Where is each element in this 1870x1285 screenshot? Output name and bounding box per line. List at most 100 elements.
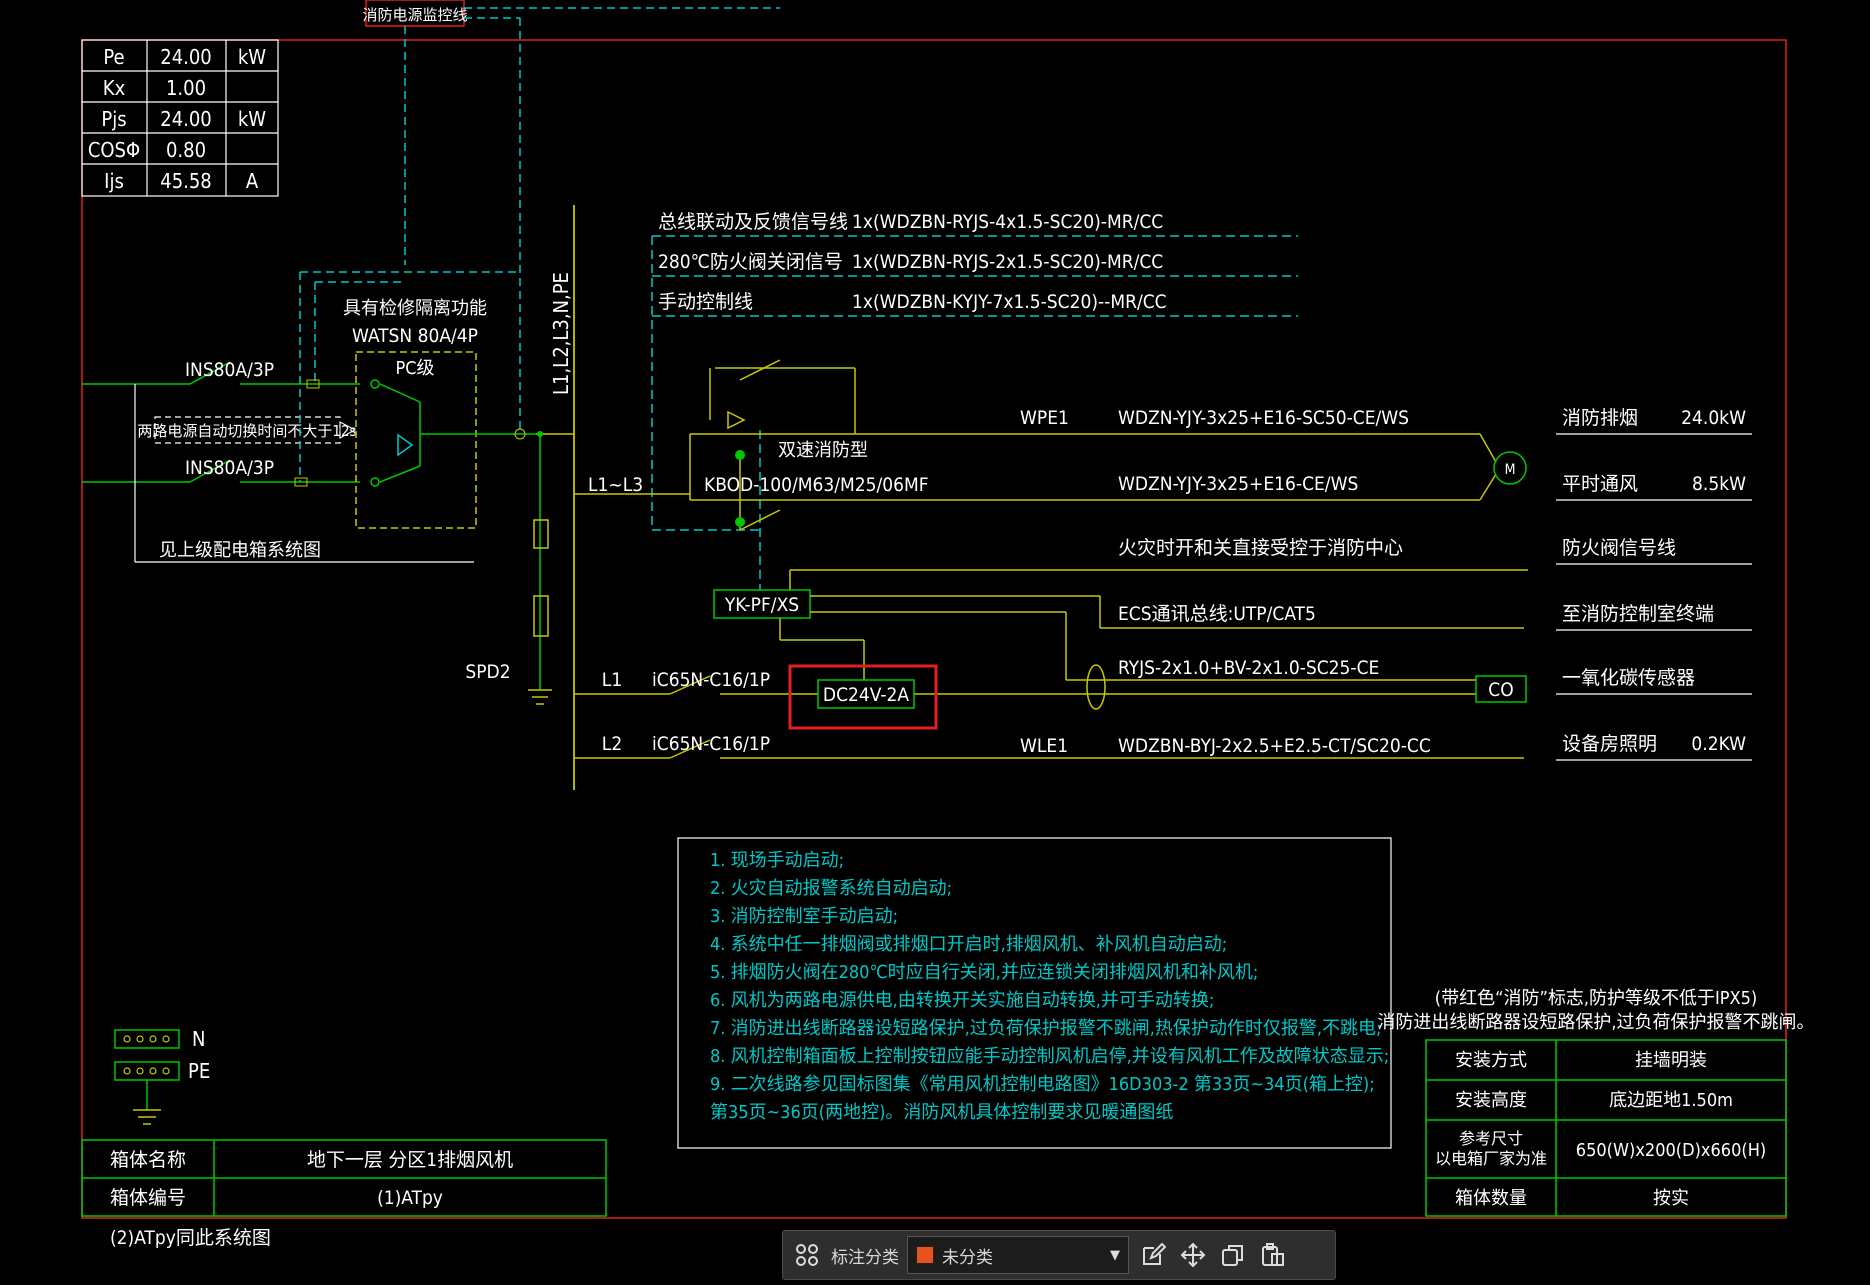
dc24-label: DC24V-2A [823, 684, 909, 706]
edit-icon[interactable] [1137, 1239, 1169, 1271]
circuit-power: 24.0kW [1681, 407, 1746, 429]
load-value: 45.58 [160, 169, 212, 193]
pe-label: PE [188, 1059, 210, 1083]
circuit-purpose: 一氧化碳传感器 [1562, 667, 1695, 689]
drawing-frame [81, 39, 1787, 1219]
signal-name: 总线联动及反馈信号线 [658, 211, 848, 233]
circuit-cable: WDZN-YJY-3x25+E16-SC50-CE/WS [1118, 407, 1409, 429]
note-line: 5. 排烟防火阀在280℃时应自行关闭,并应连锁关闭排烟风机和补风机; [710, 962, 1258, 983]
chevron-down-icon: ▼ [1110, 1247, 1120, 1263]
note-line: 3. 消防控制室手动启动; [710, 906, 898, 927]
n-bar [114, 1029, 180, 1049]
signal-cable: 1x(WDZBN-RYJS-2x1.5-SC20)-MR/CC [852, 251, 1163, 273]
kbo-label: KBOD-100/M63/M25/06MF [704, 474, 929, 496]
install-value: 按实 [1653, 1188, 1689, 1209]
pc-grade-label: PC级 [395, 358, 434, 379]
category-swatch [916, 1246, 934, 1264]
circuit-purpose: 设备房照明 [1562, 733, 1657, 755]
circuit-purpose: 平时通风 [1562, 473, 1638, 495]
note-line: 4. 系统中任一排烟阀或排烟口开启时,排烟风机、补风机自动启动; [710, 934, 1227, 955]
notes-box [677, 837, 1392, 1149]
signal-name: 手动控制线 [658, 291, 753, 313]
box-value: (1)ATpy [377, 1187, 443, 1209]
box-value: 地下一层 分区1排烟风机 [307, 1149, 513, 1171]
circuit-power: 0.2KW [1691, 733, 1746, 755]
circuit-purpose: 消防排烟 [1562, 407, 1638, 429]
busbar-label: L1,L2,L3,N,PE [549, 272, 573, 395]
isolation-label: 具有检修隔离功能 [343, 298, 487, 319]
category-select[interactable]: 未分类 ▼ [907, 1236, 1129, 1274]
load-value: 24.00 [160, 107, 212, 131]
category-label: 标注分类 [831, 1247, 899, 1268]
signal-cable: 1x(WDZBN-KYJY-7x1.5-SC20)--MR/CC [852, 291, 1167, 313]
ins-upper-label: INS80A/3P [185, 359, 274, 381]
signal-cable: 1x(WDZBN-RYJS-4x1.5-SC20)-MR/CC [852, 211, 1163, 233]
circuit-cable: ECS通讯总线:UTP/CAT5 [1118, 603, 1316, 625]
l1l3-label: L1~L3 [588, 474, 643, 496]
l1-label: L1 [602, 669, 622, 691]
ats-box [355, 351, 477, 529]
grid-icon[interactable] [791, 1239, 823, 1271]
note-line: 8. 风机控制箱面板上控制按钮应能手动控制风机启停,并设有风机工作及故障状态显示… [710, 1046, 1389, 1067]
wle1-label: WLE1 [1020, 735, 1068, 757]
yk-box [713, 589, 811, 619]
watsn-label: WATSN 80A/4P [352, 325, 478, 347]
wpe1-label: WPE1 [1020, 407, 1069, 429]
yk-label: YK-PF/XS [724, 594, 799, 616]
note-line: 9. 二次线路参见国标图集《常用风机控制电路图》16D303-2 第33页~34… [710, 1074, 1375, 1095]
circuit-cable: WDZBN-BYJ-2x2.5+E2.5-CT/SC20-CC [1118, 735, 1431, 757]
top-tag-box [365, 0, 465, 27]
co-box [1475, 675, 1527, 703]
circuit-cable: WDZN-YJY-3x25+E16-CE/WS [1118, 473, 1358, 495]
load-unit: kW [238, 107, 266, 131]
paste-icon[interactable] [1257, 1239, 1289, 1271]
circuit-purpose: 至消防控制室终端 [1562, 603, 1714, 625]
install-key: 箱体数量 [1455, 1188, 1527, 1209]
load-value: 1.00 [166, 76, 206, 100]
footnote: (2)ATpy同此系统图 [110, 1227, 271, 1249]
spd-label: SPD2 [465, 661, 510, 683]
install-key: 安装方式 [1455, 1050, 1527, 1071]
circuit-power: 8.5kW [1692, 473, 1746, 495]
box-key: 箱体编号 [110, 1187, 186, 1209]
load-name: Pjs [101, 107, 126, 131]
install-key: 安装高度 [1455, 1090, 1527, 1111]
circuit-cable: 火灾时开和关直接受控于消防中心 [1118, 537, 1403, 559]
load-unit: kW [238, 45, 266, 69]
install-note: (带红色“消防”标志,防护等级不低于IPX5) [1435, 988, 1757, 1009]
load-name: Kx [103, 76, 126, 100]
install-key: 参考尺寸以电箱厂家为准 [1435, 1129, 1547, 1168]
note-line: 7. 消防进出线断路器设短路保护,过负荷保护报警不跳闸,热保护动作时仅报警,不跳… [710, 1018, 1381, 1039]
load-value: 24.00 [160, 45, 212, 69]
box-table [81, 1139, 607, 1217]
circuit-purpose: 防火阀信号线 [1562, 537, 1676, 559]
note-line: 第35页~36页(两地控)。消防风机具体控制要求见暖通图纸 [710, 1102, 1173, 1123]
install-table [1425, 1039, 1787, 1217]
dc24-box [817, 679, 915, 709]
install-value: 650(W)x200(D)x660(H) [1576, 1140, 1766, 1161]
transfer-note: 两路电源自动切换时间不大于12s [137, 422, 356, 440]
annotation-toolbar: 标注分类 未分类 ▼ [782, 1230, 1336, 1280]
note-line: 2. 火灾自动报警系统自动启动; [710, 878, 952, 899]
highlight-box [788, 664, 938, 730]
circuit-cable: RYJS-2x1.0+BV-2x1.0-SC25-CE [1118, 657, 1379, 679]
box-key: 箱体名称 [110, 1149, 186, 1171]
breaker2-label: iC65N-C16/1P [652, 733, 770, 755]
load-value: 0.80 [166, 138, 206, 162]
note-line: 6. 风机为两路电源供电,由转换开关实施自动转换,并可手动转换; [710, 990, 1214, 1011]
category-selected: 未分类 [942, 1247, 993, 1268]
motor-label: M [1505, 462, 1516, 478]
move-icon[interactable] [1177, 1239, 1209, 1271]
note-line: 1. 现场手动启动; [710, 850, 844, 871]
signal-name: 280℃防火阀关闭信号 [658, 251, 843, 273]
load-name: Ijs [104, 169, 124, 193]
co-label: CO [1488, 679, 1513, 701]
install-note: 消防进出线断路器设短路保护,过负荷保护报警不跳闸。 [1377, 1012, 1814, 1033]
copy-icon[interactable] [1217, 1239, 1249, 1271]
load-name: COSΦ [88, 138, 140, 162]
motor-symbol [1493, 451, 1527, 485]
breaker1-label: iC65N-C16/1P [652, 669, 770, 691]
install-value: 底边距地1.50m [1609, 1090, 1733, 1111]
dual-speed-label: 双速消防型 [778, 440, 868, 461]
load-unit: A [246, 169, 259, 193]
